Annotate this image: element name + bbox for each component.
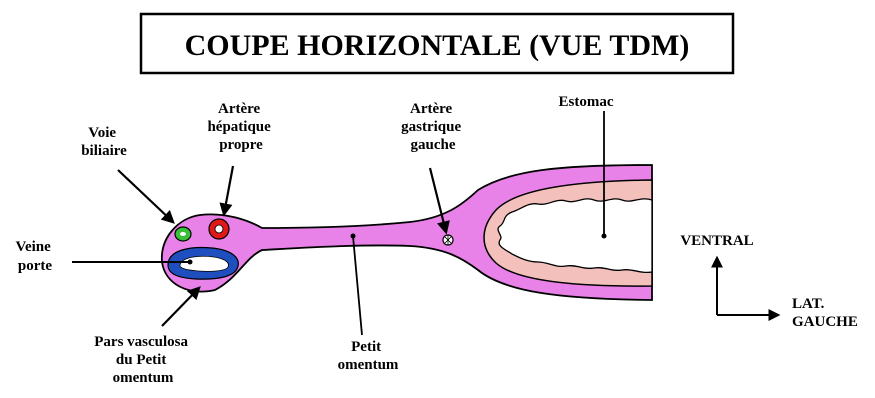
- label-estomac: Estomac: [559, 94, 614, 110]
- title-box: COUPE HORIZONTALE (VUE TDM): [141, 14, 733, 73]
- label-voie-biliaire: Voie biliaire: [81, 125, 127, 159]
- orientation-axes: [717, 258, 778, 315]
- bile-duct: [175, 227, 191, 241]
- label-artere-hepatique: Artère hépatique propre: [207, 101, 274, 153]
- label-pars-vasculosa: Pars vasculosa du Petit omentum: [94, 334, 192, 386]
- line-petit-omentum: [353, 236, 362, 335]
- left-gastric-artery: [443, 235, 453, 245]
- arrow-voie-biliaire: [118, 170, 173, 222]
- label-artere-gastrique: Artère gastrique gauche: [401, 101, 465, 153]
- arrow-pars-vasculosa: [162, 288, 199, 326]
- diagram-title: COUPE HORIZONTALE (VUE TDM): [185, 29, 690, 62]
- arrow-artere-hepatique: [224, 166, 233, 214]
- label-veine-porte: Veine porte: [15, 239, 54, 274]
- label-ventral: VENTRAL: [680, 233, 753, 249]
- portal-vein: [168, 248, 238, 280]
- label-petit-omentum: Petit omentum: [338, 339, 399, 373]
- label-lat-gauche: LAT. GAUCHE: [792, 296, 858, 330]
- hepatic-artery: [209, 219, 229, 239]
